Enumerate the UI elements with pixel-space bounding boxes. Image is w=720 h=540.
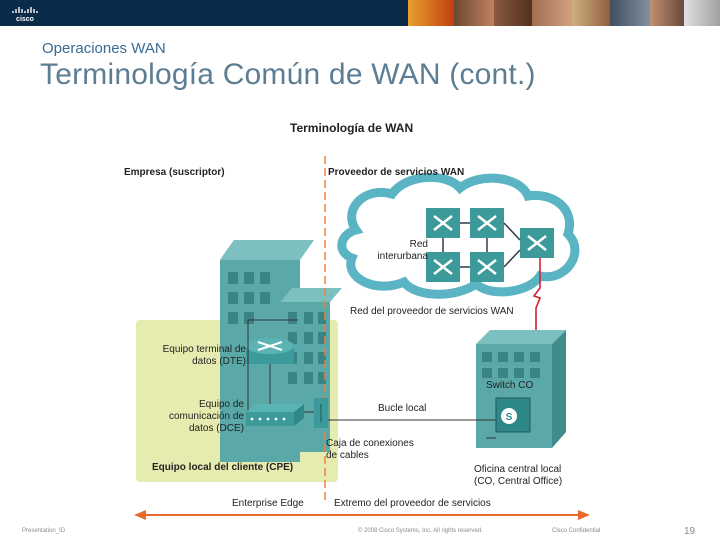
- enterprise-edge-label: Enterprise Edge: [232, 498, 304, 509]
- demarc-label: Caja de conexiones de cables: [326, 438, 414, 461]
- page-number: 19: [684, 526, 696, 537]
- diagram-heading: Terminología de WAN: [290, 121, 414, 135]
- router-icon: [246, 338, 294, 364]
- footer-presentation-id: Presentation_ID: [22, 528, 66, 534]
- provider-edge-label: Extremo del proveedor de servicios: [334, 498, 491, 509]
- central-office-building-icon: S: [476, 330, 566, 448]
- demarc-box-icon: [314, 398, 328, 428]
- cisco-logo: cisco: [8, 4, 48, 23]
- svg-text:S: S: [506, 412, 513, 423]
- slide-title: Terminología Común de WAN (cont.): [40, 58, 536, 91]
- people-photo-strip: [408, 0, 720, 26]
- dte-label: Equipo terminal de datos (DTE): [162, 344, 246, 367]
- interurban-switch-icons: [426, 208, 554, 282]
- top-banner: cisco: [0, 0, 720, 26]
- provider-zone-label: Proveedor de servicios WAN: [328, 167, 465, 178]
- provider-network-label: Red del proveedor de servicios WAN: [350, 306, 514, 317]
- slide-subtitle: Operaciones WAN: [42, 40, 166, 57]
- local-loop-label: Bucle local: [378, 403, 427, 414]
- wan-link-icon: [532, 258, 542, 332]
- svg-text:cisco: cisco: [16, 16, 34, 22]
- cloud-label: Red interurbana: [377, 239, 428, 262]
- enterprise-zone-label: Empresa (suscriptor): [124, 167, 225, 178]
- edge-range-arrow: [134, 510, 590, 520]
- cpe-label: Equipo local del cliente (CPE): [152, 462, 294, 473]
- co-switch-label: Switch CO: [486, 380, 534, 391]
- wan-terminology-diagram: S: [120, 112, 600, 524]
- dce-modem-icon: [246, 404, 304, 426]
- central-office-label: Oficina central local (CO, Central Offic…: [474, 464, 563, 487]
- footer-confidential: Cisco Confidential: [552, 528, 601, 534]
- dce-label: Equipo de comunicación de datos (DCE): [168, 399, 244, 434]
- footer-copyright: © 2008 Cisco Systems, Inc. All rights re…: [358, 528, 483, 534]
